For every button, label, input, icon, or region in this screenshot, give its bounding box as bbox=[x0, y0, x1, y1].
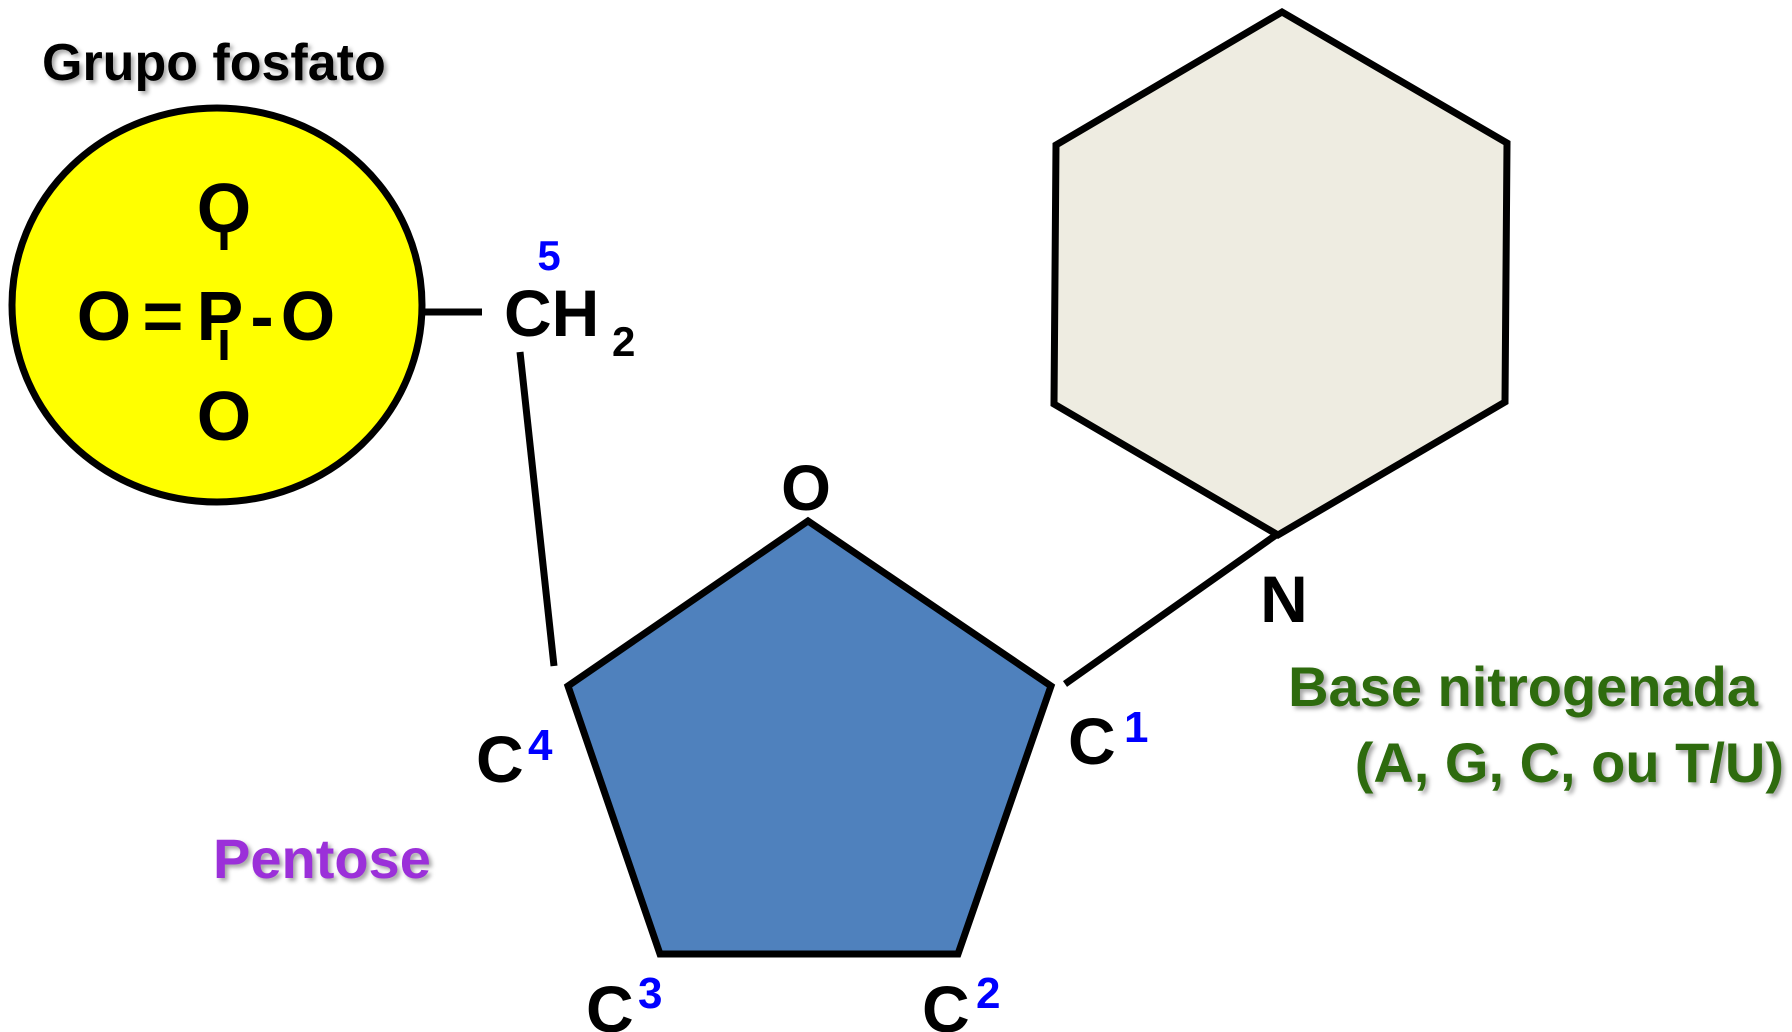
ring-carbon-3-number: 3 bbox=[638, 969, 662, 1018]
ring-carbon-4: C bbox=[476, 722, 524, 796]
ring-carbon-2-number: 2 bbox=[976, 969, 1000, 1018]
phosphate-p: P bbox=[197, 277, 244, 355]
ring-oxygen: O bbox=[781, 452, 831, 524]
bond-c1-n bbox=[1062, 532, 1279, 687]
ring-carbon-1: C bbox=[1068, 704, 1116, 778]
base-ring bbox=[1050, 7, 1511, 540]
ch2-subscript: 2 bbox=[612, 318, 635, 365]
base-label-line2: (A, G, C, ou T/U) bbox=[1355, 731, 1784, 794]
phosphate-double-bond: = bbox=[143, 277, 184, 355]
phosphate-single-bond: - bbox=[250, 277, 273, 355]
ring-carbon-1-number: 1 bbox=[1124, 703, 1148, 752]
base-nitrogen: N bbox=[1260, 562, 1308, 636]
phosphate-right-oxygen: O bbox=[281, 277, 335, 355]
phosphate-left-oxygen: O bbox=[77, 277, 131, 355]
phosphate-group-label: Grupo fosfato bbox=[42, 34, 386, 92]
pentose-ring bbox=[563, 516, 1056, 958]
ring-carbon-2: C bbox=[922, 972, 970, 1032]
ch2-ch: CH bbox=[504, 276, 599, 350]
base-label-line1: Base nitrogenada bbox=[1288, 655, 1759, 718]
phosphate-top-oxygen: O bbox=[197, 169, 251, 247]
ring-carbon-4-number: 4 bbox=[528, 721, 553, 770]
ring-carbon-3: C bbox=[586, 972, 634, 1032]
pentose-label: Pentose bbox=[213, 827, 431, 890]
phosphate-circle bbox=[8, 104, 426, 506]
ch2-position-number: 5 bbox=[537, 232, 560, 279]
bond-ch2-c4 bbox=[516, 351, 558, 667]
phosphate-bottom-oxygen: O bbox=[197, 377, 251, 455]
